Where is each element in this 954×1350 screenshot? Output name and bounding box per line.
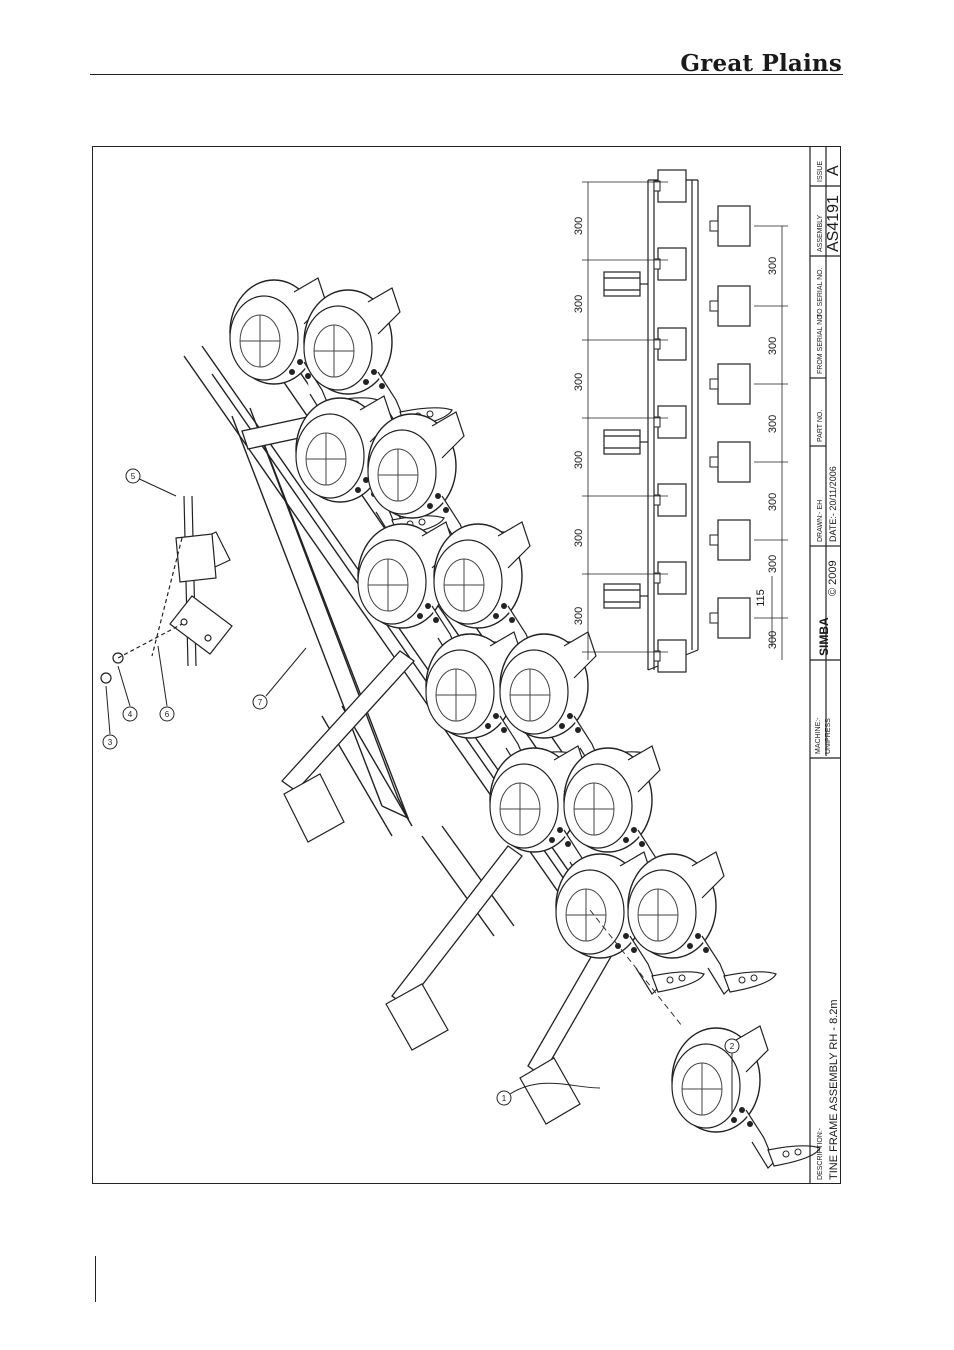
footer-rule [95, 1256, 96, 1302]
dim-left-3: 300 [573, 373, 585, 391]
technical-drawing: 5 6 4 3 7 1 2 [92, 146, 841, 1184]
machine-label: MACHINE:- [815, 717, 822, 754]
header-rule [90, 74, 843, 75]
from-serial-label: FROM SERIAL NO [817, 314, 824, 374]
drawn-by: DRAWN:- EH [817, 500, 824, 542]
to-serial-label: TO SERIAL NO. [817, 267, 824, 318]
assembly-label: ASSEMBLY [817, 214, 824, 252]
assembly-number: AS4191 [825, 195, 841, 252]
dim-right-1: 300 [767, 257, 779, 275]
copyright-text: © 2009 [827, 560, 839, 596]
callout-3: 3 [108, 738, 113, 747]
callout-5: 5 [131, 472, 136, 481]
description-text: TINE FRAME ASSEMBLY RH - 8.2m [828, 999, 840, 1180]
issue-letter: A [825, 165, 841, 176]
exploded-hardware [101, 496, 232, 683]
callout-6: 6 [165, 710, 170, 719]
isometric-view: 5 6 4 3 7 1 2 [101, 278, 820, 1168]
dim-right-6: 300 [767, 631, 779, 649]
simba-logo: SIMBA [817, 617, 831, 656]
dim-left-6: 300 [573, 607, 585, 625]
dim-left-4: 300 [573, 451, 585, 469]
dim-right-5: 300 [767, 555, 779, 573]
brand-logo: Great Plains [680, 50, 842, 77]
dim-left-1: 300 [573, 217, 585, 235]
dim-right-4: 300 [767, 493, 779, 511]
disc-assembly-exploded [672, 1026, 820, 1168]
plan-tines-right [710, 206, 750, 638]
plan-tines-left [654, 170, 686, 672]
callout-1: 1 [502, 1094, 507, 1103]
callout-4: 4 [128, 710, 133, 719]
drawing-date: DATE:- 20/11/2006 [828, 466, 838, 542]
dim-right-3: 300 [767, 415, 779, 433]
dim-left-2: 300 [573, 295, 585, 313]
part-no-label: PART NO. [817, 410, 824, 442]
machine-text: UNIPRESS [825, 718, 832, 754]
issue-label: ISSUE [817, 161, 824, 182]
dim-offset: 115 [755, 589, 767, 607]
dim-left-5: 300 [573, 529, 585, 547]
plan-brackets [604, 272, 648, 608]
dim-right-2: 300 [767, 337, 779, 355]
callout-2: 2 [730, 1042, 735, 1051]
callout-7: 7 [258, 698, 263, 707]
description-label: DESCRIPTION:- [817, 1127, 824, 1180]
